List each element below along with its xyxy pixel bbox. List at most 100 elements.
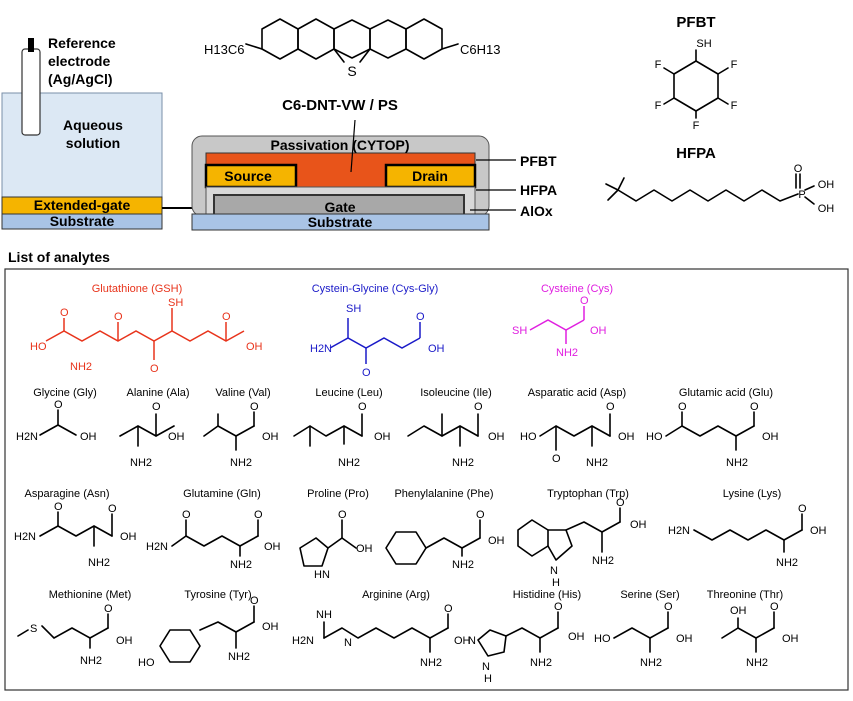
hfpa-oh-1: OH <box>818 179 835 191</box>
tyr-o: O <box>250 595 259 607</box>
molecule-sulfur-atom: S <box>347 63 356 79</box>
arg-oh: OH <box>454 635 471 647</box>
asp-oh: OH <box>618 431 635 443</box>
his-nh2: NH2 <box>530 657 552 669</box>
aa-name-phe: Phenylalanine (Phe) <box>394 488 493 500</box>
lys-h2n: H2N <box>668 525 690 537</box>
asp-ho: HO <box>520 431 537 443</box>
leu-o: O <box>358 401 367 413</box>
semiconductor-pointer <box>350 119 356 173</box>
cysgly-oh: OH <box>428 343 445 355</box>
pfbt-side-label: PFBT <box>520 153 557 169</box>
drain-label: Drain <box>412 168 448 184</box>
cys-sh: SH <box>512 325 527 337</box>
gsh-name: Glutathione (GSH) <box>92 283 182 295</box>
aqueous-solution-label-1: Aqueous <box>63 117 123 133</box>
pfbt-title: PFBT <box>676 14 715 31</box>
met-structure <box>17 613 109 649</box>
aa-name-val: Valine (Val) <box>215 387 270 399</box>
glu-ho: HO <box>646 431 663 443</box>
aa-name-arg: Arginine (Arg) <box>362 589 430 601</box>
ile-structure <box>407 413 479 447</box>
reference-electrode-wire <box>28 38 34 52</box>
leu-oh: OH <box>374 431 391 443</box>
reference-electrode-label-2: electrode <box>48 53 110 69</box>
gsh-oh-right: OH <box>246 341 263 353</box>
left-substrate-label: Substrate <box>50 213 115 229</box>
pro-oh: OH <box>356 543 373 555</box>
ile-o: O <box>474 401 483 413</box>
gln-h2n: H2N <box>146 541 168 553</box>
aa-name-asp: Asparatic acid (Asp) <box>528 387 626 399</box>
lys-structure <box>693 513 803 553</box>
hfpa-phosphorus: P <box>798 189 805 201</box>
aa-name-his: Histidine (His) <box>513 589 581 601</box>
ile-oh: OH <box>488 431 505 443</box>
his-h: H <box>484 673 492 685</box>
gln-oh: OH <box>264 541 281 553</box>
phe-o: O <box>476 509 485 521</box>
arg-structure <box>323 613 449 653</box>
trp-nh2: NH2 <box>592 555 614 567</box>
his-n: N <box>468 635 476 647</box>
gsh-o1: O <box>60 307 69 319</box>
gate-label: Gate <box>324 199 355 215</box>
thr-nh2: NH2 <box>746 657 768 669</box>
pro-o: O <box>338 509 347 521</box>
aa-name-ser: Serine (Ser) <box>620 589 679 601</box>
aa-name-trp: Tryptophan (Trp) <box>547 488 629 500</box>
met-o: O <box>104 603 113 615</box>
arg-nh2: NH2 <box>420 657 442 669</box>
passivation-label: Passivation (CYTOP) <box>270 137 409 153</box>
transistor-device: Passivation (CYTOP) Source Drain Gate Su… <box>191 119 557 231</box>
source-label: Source <box>224 168 272 184</box>
pfbt-structure: PFBT SH F F F F F <box>655 14 738 132</box>
pfbt-f2: F <box>731 100 738 112</box>
trp-nh: N <box>550 565 558 577</box>
thr-o: O <box>770 601 779 613</box>
cys-o: O <box>580 295 589 307</box>
glu-structure <box>665 411 755 451</box>
arg-o: O <box>444 603 453 615</box>
aa-name-tyr: Tyrosine (Tyr) <box>184 589 251 601</box>
ser-structure <box>613 611 669 653</box>
trp-structure <box>517 507 621 561</box>
semiconductor-label: C6-DNT-VW / PS <box>282 97 398 114</box>
ala-oh: OH <box>168 431 185 443</box>
gly-o: O <box>54 399 63 411</box>
met-oh: OH <box>116 635 133 647</box>
gly-oh: OH <box>80 431 97 443</box>
his-oh: OH <box>568 631 585 643</box>
cys-nh2: NH2 <box>556 347 578 359</box>
asn-o2: O <box>108 503 117 515</box>
aqueous-solution-label-2: solution <box>66 135 120 151</box>
reference-electrode-body <box>21 48 41 136</box>
molecule-hexyl-left: H13C6 <box>204 42 244 57</box>
hfpa-oh-2: OH <box>818 203 835 215</box>
pfbt-f3: F <box>693 120 700 132</box>
tyr-ho: HO <box>138 657 155 669</box>
aa-name-lys: Lysine (Lys) <box>723 488 781 500</box>
molecule-hexyl-right: C6H13 <box>460 42 500 57</box>
ala-structure <box>119 413 175 447</box>
aa-name-thr: Threonine (Thr) <box>707 589 783 601</box>
asn-nh2: NH2 <box>88 557 110 569</box>
alox-side-label: AlOx <box>520 203 553 219</box>
trp-o: O <box>616 497 625 509</box>
lys-nh2: NH2 <box>776 557 798 569</box>
cysgly-sh: SH <box>346 303 361 315</box>
asp-o2: O <box>606 401 615 413</box>
asp-nh2: NH2 <box>586 457 608 469</box>
tyr-nh2: NH2 <box>228 651 250 663</box>
reference-electrode-label-1: Reference <box>48 35 116 51</box>
phe-oh: OH <box>488 535 505 547</box>
gsh-o3: O <box>150 363 159 375</box>
cysgly-o1: O <box>362 367 371 379</box>
aa-name-glu: Glutamic acid (Glu) <box>679 387 773 399</box>
val-nh2: NH2 <box>230 457 252 469</box>
pro-nh: HN <box>314 569 330 581</box>
lys-oh: OH <box>810 525 827 537</box>
arg-h2n: H2N <box>292 635 314 647</box>
ser-nh2: NH2 <box>640 657 662 669</box>
